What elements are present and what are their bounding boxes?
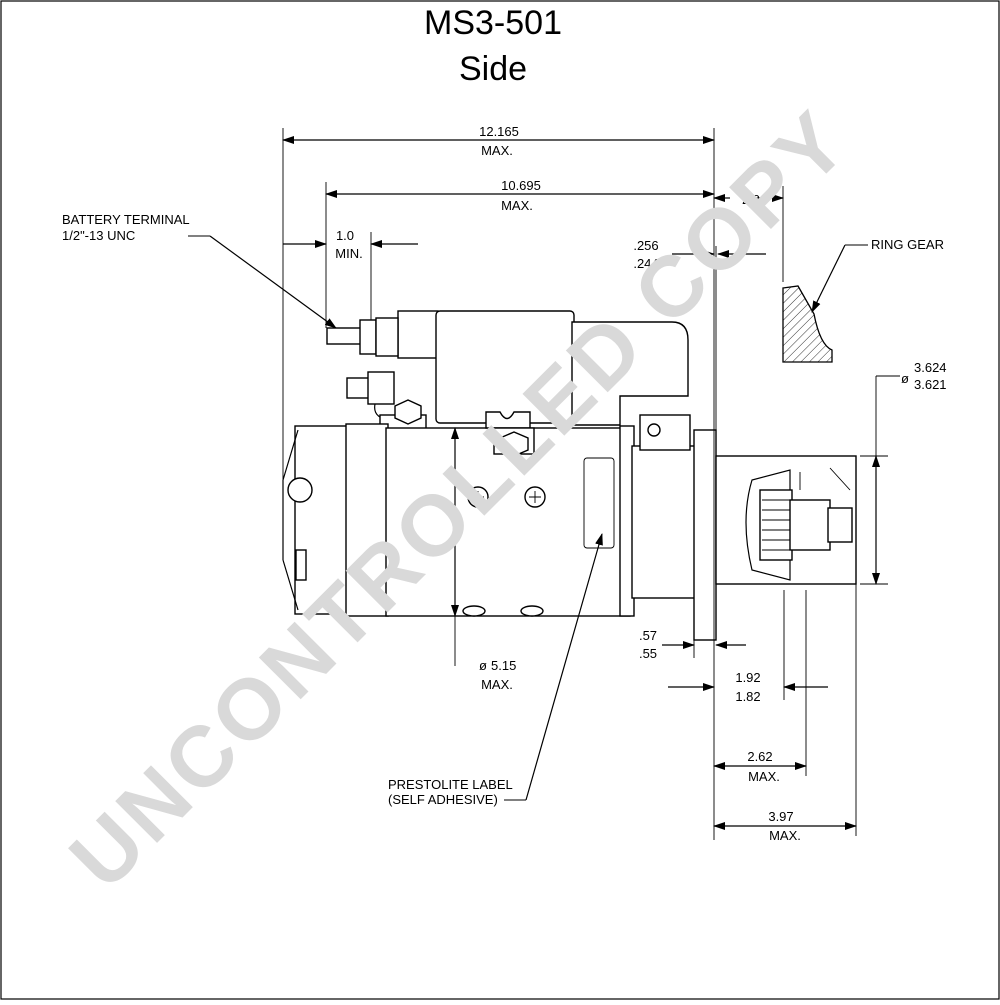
pinion-offset-lower: 1.82 bbox=[735, 689, 760, 704]
frame-screws bbox=[462, 486, 546, 617]
pinion-teeth bbox=[762, 499, 790, 551]
end-cap-outline bbox=[282, 429, 299, 611]
solenoid-cap bbox=[397, 310, 439, 359]
ring-gear-section bbox=[782, 285, 833, 363]
ring-gear-label: RING GEAR bbox=[871, 237, 944, 252]
starter-motor bbox=[282, 310, 857, 641]
terminal-washer bbox=[375, 317, 399, 357]
gear-gap-value: 2.0 bbox=[742, 192, 760, 207]
end-bolt bbox=[287, 477, 313, 503]
nose-length-value: 2.62 bbox=[747, 749, 772, 764]
body-length-note: MAX. bbox=[501, 198, 533, 213]
battery-terminal-stud bbox=[326, 327, 362, 345]
pilot-diameter-lower: 3.621 bbox=[914, 377, 947, 392]
pinion-offset-upper: 1.92 bbox=[735, 670, 760, 685]
shaft-end bbox=[827, 507, 853, 543]
pinion-shaft bbox=[789, 499, 831, 551]
prestolite-label-area bbox=[583, 457, 615, 549]
terminal-nut bbox=[359, 319, 377, 355]
pilot-diameter-upper: 3.624 bbox=[914, 360, 947, 375]
frame-clip bbox=[485, 411, 531, 429]
overall-length-value: 12.165 bbox=[479, 124, 519, 139]
body-diameter-value: 5.15 bbox=[491, 658, 516, 673]
solenoid-housing bbox=[571, 321, 689, 426]
terminal-clearance-note: MIN. bbox=[335, 246, 362, 261]
overall-length-note: MAX. bbox=[481, 143, 513, 158]
view-name: Side bbox=[459, 50, 527, 88]
label-callout-note: (SELF ADHESIVE) bbox=[388, 792, 498, 807]
pinion-travel-note: MAX. bbox=[769, 828, 801, 843]
body-length-value: 10.695 bbox=[501, 178, 541, 193]
end-boss bbox=[295, 549, 307, 581]
flange-thickness-upper: .256 bbox=[633, 238, 658, 253]
flange-thickness-lower: .244 bbox=[633, 256, 658, 271]
flange-offset-lower: .55 bbox=[639, 646, 657, 661]
body-diameter-symbol: ø bbox=[479, 658, 487, 673]
battery-terminal-thread: 1/2"-13 UNC bbox=[62, 228, 135, 243]
nose-length-note: MAX. bbox=[748, 769, 780, 784]
motor-terminal-stud bbox=[346, 377, 370, 399]
battery-terminal-label: BATTERY TERMINAL bbox=[62, 212, 190, 227]
motor-frame bbox=[385, 427, 631, 617]
motor-terminal-nut bbox=[367, 371, 395, 405]
dimension-lines bbox=[282, 128, 900, 840]
boss-bolt bbox=[647, 423, 661, 437]
leader-lines bbox=[188, 235, 868, 801]
bracket-nut bbox=[394, 399, 422, 425]
mounting-flange bbox=[693, 429, 717, 641]
flange-offset-upper: .57 bbox=[639, 628, 657, 643]
drive-housing bbox=[631, 445, 697, 599]
pinion-travel-value: 3.97 bbox=[768, 809, 793, 824]
drawing-title: MS3-501 bbox=[424, 4, 562, 42]
pinion bbox=[759, 489, 793, 561]
nose-detail bbox=[799, 467, 851, 491]
clip-nut bbox=[499, 431, 529, 457]
body-diameter-note: MAX. bbox=[481, 677, 513, 692]
drive-housing-boss bbox=[639, 414, 691, 451]
label-callout: PRESTOLITE LABEL bbox=[388, 777, 513, 792]
nose-cutout bbox=[745, 469, 791, 581]
diameter-symbol: ø bbox=[901, 371, 909, 386]
terminal-clearance-value: 1.0 bbox=[336, 228, 354, 243]
end-plate bbox=[345, 423, 389, 617]
